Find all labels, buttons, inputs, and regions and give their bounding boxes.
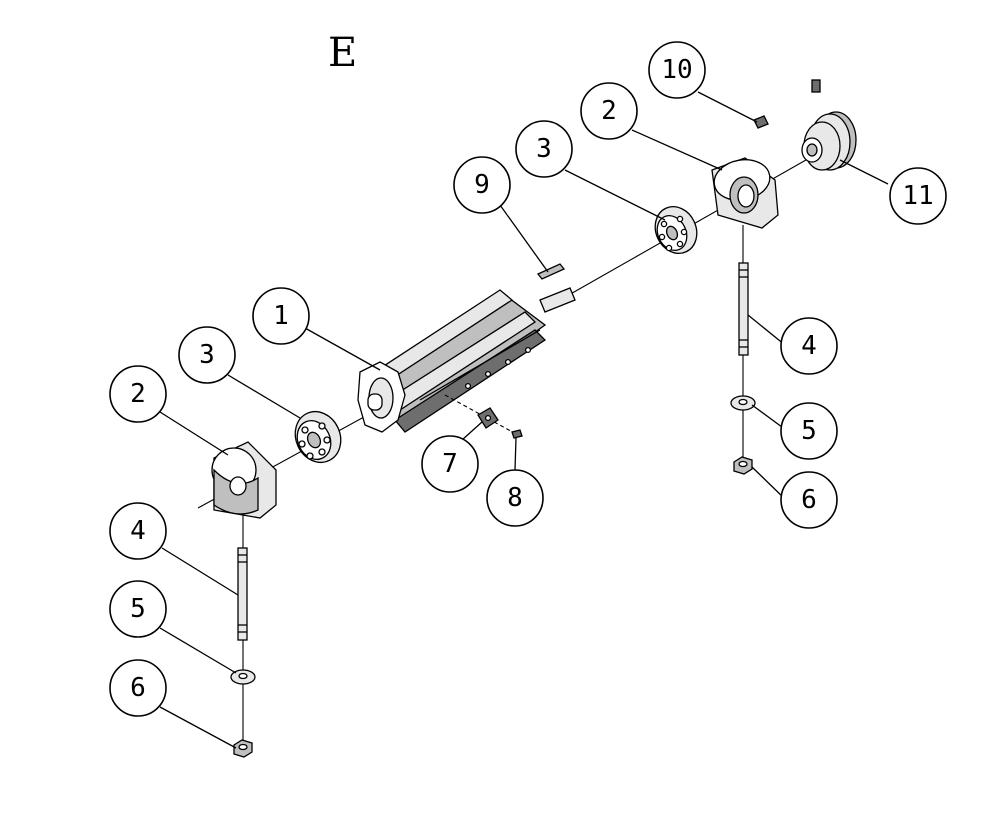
section-label: E [328, 30, 357, 76]
pulley-part [801, 79, 857, 171]
leader-9 [499, 204, 549, 273]
callout-4-left-label: 4 [130, 516, 146, 546]
callout-6-right: 6 [780, 471, 838, 529]
callout-8-label: 8 [507, 483, 523, 513]
leader-5-right [751, 404, 787, 431]
leader-lines [159, 91, 889, 749]
callout-4-right: 4 [780, 317, 838, 375]
callout-1-label: 1 [273, 301, 289, 331]
callout-11: 11 [889, 167, 947, 225]
leader-10 [697, 91, 758, 123]
callout-7: 7 [421, 435, 479, 493]
callout-7-label: 7 [442, 449, 458, 479]
leader-2-right [631, 129, 723, 171]
callout-4-left: 4 [109, 502, 167, 560]
callout-6-left-label: 6 [130, 673, 146, 703]
right-washer-part [730, 395, 756, 411]
set-screw-part [753, 115, 769, 129]
leader-11 [839, 159, 889, 185]
leader-5-left [159, 627, 237, 674]
callout-10: 10 [648, 41, 706, 99]
right-nut-part [733, 456, 753, 475]
right-bearing-part [654, 206, 698, 254]
plate-part [477, 407, 499, 429]
callout-2-right-label: 2 [601, 96, 617, 126]
leader-2-left [159, 411, 229, 456]
leader-6-right [751, 466, 787, 501]
left-nut-part [233, 739, 253, 758]
callout-3-right-label: 3 [536, 134, 552, 164]
callout-6-right-label: 6 [801, 485, 817, 515]
callout-5-right: 5 [780, 402, 838, 460]
callout-2-right: 2 [580, 82, 638, 140]
callout-9-label: 9 [474, 170, 490, 200]
leader-6-left [159, 706, 237, 749]
callout-3-left-label: 3 [199, 340, 215, 370]
left-washer-part [230, 669, 256, 685]
callout-6-left: 6 [109, 659, 167, 717]
right-housing-part [711, 157, 779, 229]
leader-7 [461, 421, 483, 441]
leader-1 [304, 327, 381, 371]
left-housing-part [211, 441, 277, 519]
left-stud-part [237, 547, 248, 641]
callout-1: 1 [252, 287, 310, 345]
leader-8 [514, 437, 517, 471]
callout-3-right: 3 [515, 120, 573, 178]
leader-4-right [747, 314, 786, 346]
callout-4-right-label: 4 [801, 331, 817, 361]
callout-3-left: 3 [178, 326, 236, 384]
key-part [536, 263, 566, 280]
callout-9: 9 [453, 156, 511, 214]
right-stud-part [738, 262, 749, 356]
callout-2-left-label: 2 [130, 379, 146, 409]
callout-8: 8 [486, 469, 544, 527]
small-screw-part [511, 429, 523, 439]
leader-3-right [564, 169, 666, 221]
callout-10-label: 10 [661, 55, 692, 85]
leader-3-left [227, 374, 301, 419]
callout-2-left: 2 [109, 365, 167, 423]
cutterhead-part [357, 287, 576, 433]
callout-5-left-label: 5 [130, 594, 146, 624]
leader-4-left [161, 547, 239, 596]
callout-5-right-label: 5 [801, 416, 817, 446]
left-bearing-part [294, 411, 342, 463]
callout-5-left: 5 [109, 580, 167, 638]
callout-11-label: 11 [902, 181, 933, 211]
